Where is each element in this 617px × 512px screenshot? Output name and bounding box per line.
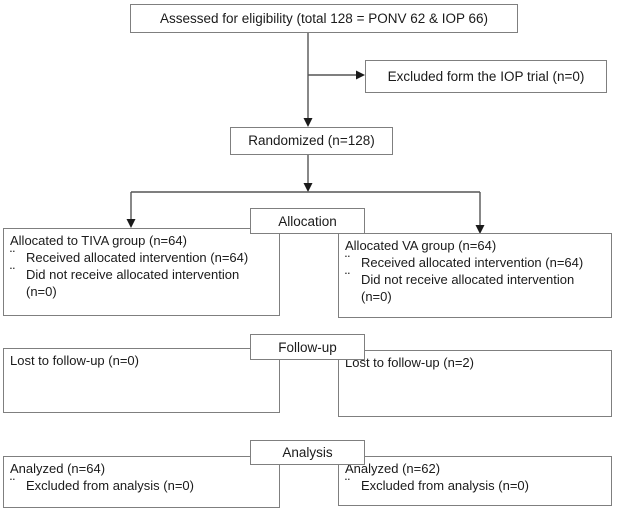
bullet-item: ¨ Did not receive allocated intervention… bbox=[10, 266, 273, 300]
analyzed-tiva-box: Analyzed (n=64) ¨ Excluded from analysis… bbox=[3, 456, 280, 508]
bullet-glyph: ¨ bbox=[345, 476, 350, 493]
lost-followup-va-box: Lost to follow-up (n=2) bbox=[338, 350, 612, 417]
arrow-assessed-to-randomized bbox=[303, 32, 313, 127]
followup-label: Follow-up bbox=[278, 339, 337, 355]
allocation-label-box: Allocation bbox=[250, 208, 365, 234]
bullet-text: Excluded from analysis (n=0) bbox=[361, 478, 529, 493]
randomized-text: Randomized (n=128) bbox=[248, 133, 375, 149]
bullet-text: Received allocated intervention (n=64) bbox=[361, 255, 584, 270]
allocated-va-title: Allocated VA group (n=64) bbox=[345, 238, 497, 253]
arrow-to-tiva-box bbox=[126, 192, 136, 228]
allocated-va-box: Allocated VA group (n=64) ¨ Received all… bbox=[338, 233, 612, 318]
analysis-label: Analysis bbox=[282, 445, 333, 460]
bullet-glyph: ¨ bbox=[10, 265, 15, 282]
randomized-box: Randomized (n=128) bbox=[230, 127, 393, 155]
bullet-glyph: ¨ bbox=[345, 253, 350, 270]
lost-followup-tiva-text: Lost to follow-up (n=0) bbox=[10, 353, 139, 368]
allocation-label: Allocation bbox=[278, 213, 337, 229]
arrow-to-va-box bbox=[475, 192, 485, 234]
analysis-label-box: Analysis bbox=[250, 440, 365, 465]
analyzed-tiva-title: Analyzed (n=64) bbox=[10, 461, 106, 476]
analyzed-va-title: Analyzed (n=62) bbox=[345, 461, 441, 476]
followup-label-box: Follow-up bbox=[250, 334, 365, 360]
bullet-glyph: ¨ bbox=[10, 476, 15, 493]
analyzed-va-box: Analyzed (n=62) ¨ Excluded from analysis… bbox=[338, 456, 612, 506]
assessed-eligibility-box: Assessed for eligibility (total 128 = PO… bbox=[130, 4, 518, 33]
bullet-item: ¨ Excluded from analysis (n=0) bbox=[10, 477, 273, 494]
excluded-iop-box: Excluded form the IOP trial (n=0) bbox=[365, 60, 607, 93]
excluded-iop-text: Excluded form the IOP trial (n=0) bbox=[387, 68, 585, 84]
arrow-randomized-to-branch bbox=[303, 155, 313, 192]
allocated-tiva-box: Allocated to TIVA group (n=64) ¨ Receive… bbox=[3, 228, 280, 316]
lost-followup-va-text: Lost to follow-up (n=2) bbox=[345, 355, 474, 370]
bullet-glyph: ¨ bbox=[345, 270, 350, 287]
bullet-text: Did not receive allocated intervention (… bbox=[361, 272, 575, 304]
lost-followup-tiva-box: Lost to follow-up (n=0) bbox=[3, 348, 280, 413]
bullet-item: ¨ Received allocated intervention (n=64) bbox=[345, 254, 605, 271]
bullet-text: Excluded from analysis (n=0) bbox=[26, 478, 194, 493]
bullet-item: ¨ Did not receive allocated intervention… bbox=[345, 271, 605, 305]
bullet-item: ¨ Received allocated intervention (n=64) bbox=[10, 249, 273, 266]
bullet-text: Did not receive allocated intervention (… bbox=[26, 267, 240, 299]
bullet-item: ¨ Excluded from analysis (n=0) bbox=[345, 477, 605, 494]
allocated-tiva-title: Allocated to TIVA group (n=64) bbox=[10, 233, 187, 248]
assessed-eligibility-text: Assessed for eligibility (total 128 = PO… bbox=[159, 10, 489, 26]
bullet-glyph: ¨ bbox=[10, 248, 15, 265]
arrow-to-excluded bbox=[308, 70, 365, 80]
bullet-text: Received allocated intervention (n=64) bbox=[26, 250, 249, 265]
